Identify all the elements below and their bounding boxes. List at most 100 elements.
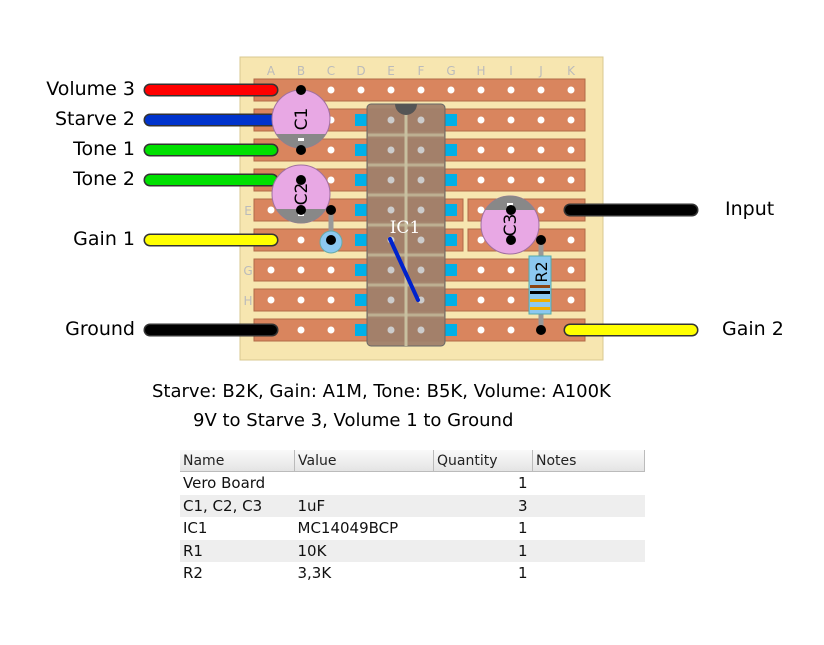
track-cut [445, 174, 457, 186]
hole [327, 296, 335, 304]
wire-label: Ground [65, 318, 135, 340]
track-cut [355, 234, 367, 246]
hole [567, 176, 575, 184]
hole [477, 296, 485, 304]
track-cut [355, 324, 367, 336]
hole [537, 146, 545, 154]
lead-hole [326, 205, 336, 215]
hole [537, 116, 545, 124]
track-cut [445, 114, 457, 126]
ic-pin [417, 266, 425, 274]
hole [477, 236, 485, 244]
ic-pin [417, 116, 425, 124]
wire-label: Gain 2 [722, 318, 784, 340]
wire-label: Input [725, 198, 775, 220]
cell-quantity: 3 [433, 494, 533, 517]
track-cut [355, 204, 367, 216]
hole [267, 206, 275, 214]
col-value[interactable]: Value [294, 450, 434, 472]
column-label: E [387, 64, 395, 78]
hole [477, 146, 485, 154]
ic-pin [417, 146, 425, 154]
cell-notes [533, 472, 645, 495]
capacitor-label: C3 [501, 214, 521, 237]
track-cut [445, 144, 457, 156]
hole [537, 86, 545, 94]
capacitor-label: C1 [292, 108, 312, 131]
hole [477, 326, 485, 334]
hole [297, 296, 305, 304]
lead-hole [296, 175, 306, 185]
hole [357, 86, 365, 94]
row-label: G [243, 264, 252, 278]
cell-quantity: 1 [517, 519, 528, 538]
hole [537, 206, 545, 214]
ic-pin [387, 296, 395, 304]
hole [507, 176, 515, 184]
cell-quantity: 1 [433, 539, 533, 562]
hole [567, 86, 575, 94]
col-notes[interactable]: Notes [532, 450, 645, 472]
wire-label: Tone 2 [73, 168, 135, 190]
capacitor-c3: C3 [480, 195, 540, 255]
hole [507, 266, 515, 274]
r2-label: R2 [532, 261, 551, 282]
hole [567, 116, 575, 124]
lead-hole [296, 205, 306, 215]
hole [327, 326, 335, 334]
cell-name: R1 [180, 539, 295, 562]
track-cut [355, 264, 367, 276]
ic-pin [387, 146, 395, 154]
resistor-band [530, 291, 550, 294]
cell-name: C1, C2, C3 [180, 494, 295, 517]
lead-hole [506, 205, 516, 215]
hole [477, 266, 485, 274]
capacitor-minus-band [276, 209, 326, 224]
hole [327, 146, 335, 154]
jumper-wire [388, 237, 420, 302]
col-quantity[interactable]: Quantity [433, 450, 533, 472]
cell-name: R2 [183, 564, 203, 583]
lead-hole [296, 85, 306, 95]
cell-value: MC14049BCP [297, 519, 399, 538]
capacitor-minus-band [276, 134, 326, 149]
column-label: A [267, 64, 276, 78]
hole [567, 146, 575, 154]
ic-pin [417, 326, 425, 334]
ic-pin [417, 236, 425, 244]
wire-label: Tone 1 [73, 138, 135, 160]
cell-name: Vero Board [183, 474, 266, 493]
hole [297, 236, 305, 244]
ic1-label: IC1 [390, 218, 421, 238]
pot-values-note: Starve: B2K, Gain: A1M, Tone: B5K, Volum… [152, 381, 611, 402]
ic-pin [387, 326, 395, 334]
hole [327, 176, 335, 184]
hole [567, 236, 575, 244]
column-label: K [567, 64, 576, 78]
lead-hole [536, 325, 546, 335]
cell-notes [532, 539, 645, 562]
cell-notes [532, 494, 645, 517]
track-cut [355, 174, 367, 186]
hole [417, 86, 425, 94]
cell-notes [533, 517, 645, 540]
hole [507, 326, 515, 334]
wire-label: Starve 2 [54, 108, 135, 130]
lead-hole [536, 235, 546, 245]
column-label: D [356, 64, 365, 78]
col-name[interactable]: Name [180, 450, 295, 472]
hole [477, 86, 485, 94]
track-cut [445, 324, 457, 336]
cell-notes [533, 562, 645, 585]
lead-hole [506, 235, 516, 245]
hole [507, 116, 515, 124]
cell-value: 1uF [294, 494, 434, 517]
column-label: I [509, 64, 513, 78]
track-cut [445, 294, 457, 306]
